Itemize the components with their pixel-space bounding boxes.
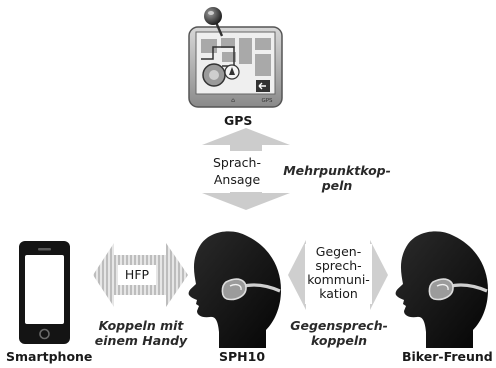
intercom-arrow-label: Gegen- sprech- kommuni- kation — [300, 245, 377, 301]
voice-prompt-line-1: Sprach- — [213, 155, 261, 170]
intercom-line-3: kommuni- — [307, 272, 370, 287]
intercom-arrow — [288, 240, 388, 310]
intercom-caption-line-1: Gegensprech- — [290, 318, 388, 333]
voice-prompt-arrow-label: Sprach- Ansage — [203, 155, 271, 187]
smartphone-icon — [19, 241, 70, 344]
intercom-pairing-caption: Gegensprech- koppeln — [282, 318, 396, 348]
intercom-line-2: sprech- — [315, 258, 362, 273]
intercom-line-4: kation — [319, 286, 358, 301]
phone-caption-line-1: Koppeln mit — [98, 318, 184, 333]
rider-head-biker-friend-icon — [395, 231, 488, 348]
svg-text:⌂: ⌂ — [231, 97, 235, 104]
intercom-line-1: Gegen- — [315, 244, 362, 259]
gps-screen-softkey: GPS — [261, 98, 273, 104]
multipoint-caption-line-1: Mehrpunktkop- — [283, 163, 391, 178]
gps-device-icon: ⌂ GPS — [188, 26, 283, 108]
biker-friend-label: Biker-Freund — [402, 349, 493, 364]
gps-label: GPS — [224, 113, 253, 128]
multipoint-caption-line-2: peln — [321, 178, 353, 193]
smartphone-label: Smartphone — [6, 349, 93, 364]
multipoint-pairing-caption: Mehrpunktkop- peln — [278, 163, 396, 193]
hfp-arrow-label: HFP — [124, 267, 150, 282]
intercom-caption-line-2: koppeln — [310, 333, 367, 348]
phone-pairing-caption: Koppeln mit einem Handy — [86, 318, 196, 348]
hfp-arrow — [93, 243, 188, 307]
rider-head-sph10-icon — [188, 231, 281, 348]
sph10-label: SPH10 — [219, 349, 266, 364]
voice-prompt-arrow — [202, 128, 290, 210]
phone-caption-line-2: einem Handy — [94, 333, 188, 348]
map-pin-icon — [204, 7, 224, 37]
voice-prompt-line-2: Ansage — [213, 172, 261, 187]
